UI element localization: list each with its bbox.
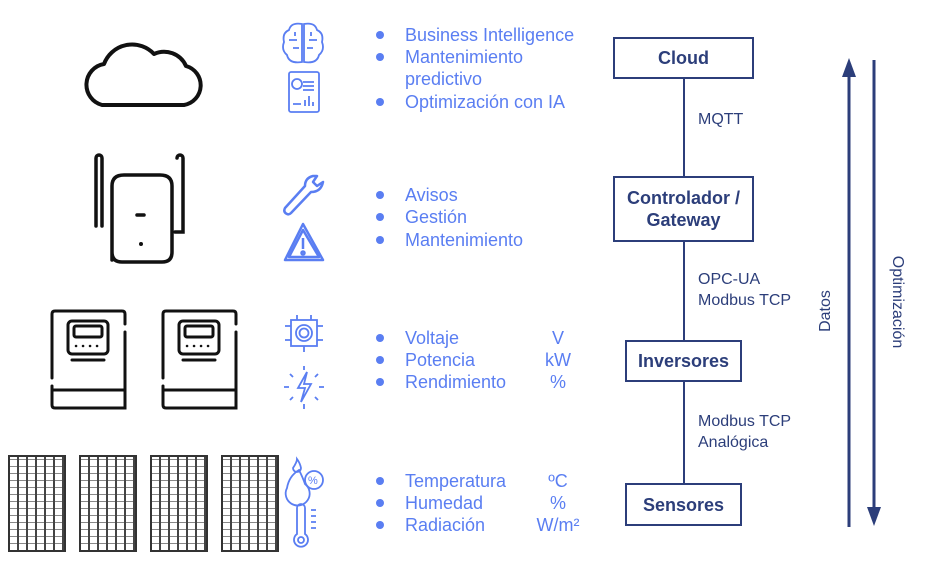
data-flow-label: Datos	[817, 290, 834, 332]
optimization-flow-label: Optimización	[889, 255, 906, 349]
humidity-icon: %	[284, 456, 324, 548]
wrench-icon	[283, 174, 325, 262]
solar-panel-icon	[150, 455, 208, 552]
protocol-label: OPC-UA	[698, 271, 761, 288]
solar-panel-icon	[221, 455, 279, 552]
router-icon	[94, 153, 185, 264]
cloud-icon	[84, 42, 203, 107]
box-gateway: Controlador / Gateway	[613, 176, 754, 242]
inverter-icon	[50, 309, 238, 410]
connector-line	[683, 241, 685, 342]
brain-circuit-icon	[282, 22, 324, 113]
solar-panel-icon	[8, 455, 66, 552]
protocol-label: Modbus TCP	[698, 292, 792, 309]
protocol-label: Modbus TCP	[698, 413, 792, 430]
connector-line	[683, 381, 685, 485]
up-arrow-icon	[842, 58, 856, 527]
box-inverters: Inversores	[625, 340, 742, 382]
protocol-label: MQTT	[698, 111, 744, 128]
gear-circuit-icon	[284, 315, 324, 409]
svg-text:%: %	[308, 475, 318, 487]
protocol-label: Analógica	[698, 434, 769, 451]
flow-arrows	[842, 58, 881, 527]
connector-line	[683, 78, 685, 178]
box-cloud: Cloud	[613, 37, 754, 79]
box-sensors: Sensores	[625, 483, 742, 526]
solar-panel-icon	[79, 455, 137, 552]
down-arrow-icon	[867, 60, 881, 526]
